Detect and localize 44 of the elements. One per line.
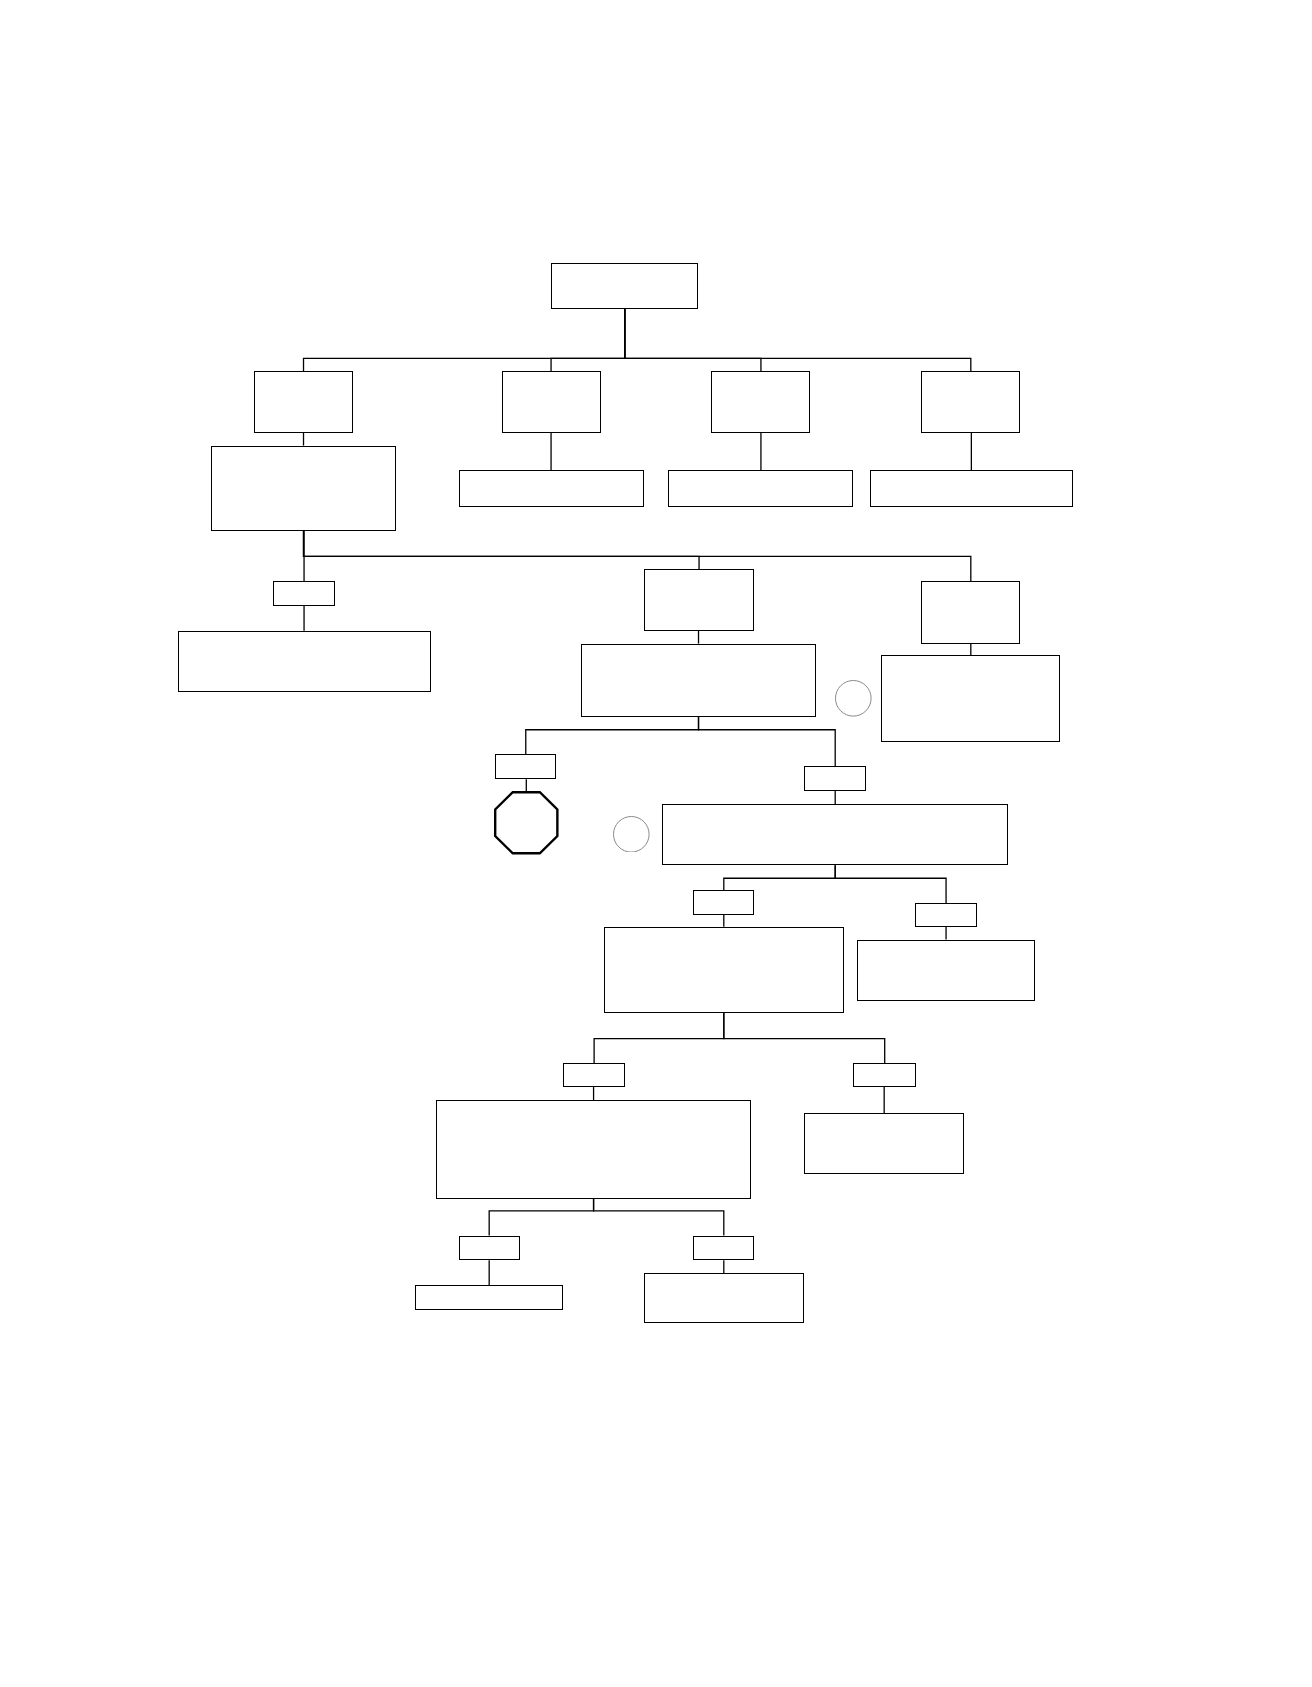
small-box xyxy=(693,1235,755,1261)
empty-box xyxy=(921,581,1021,644)
empty-box xyxy=(254,371,353,433)
empty-box xyxy=(603,926,844,1013)
empty-box xyxy=(661,804,1009,866)
connector-line xyxy=(303,605,305,632)
connector-line xyxy=(624,308,972,372)
empty-box xyxy=(210,445,397,531)
empty-box xyxy=(804,1112,965,1175)
empty-box xyxy=(869,470,1074,507)
small-box xyxy=(804,766,867,792)
empty-box xyxy=(881,655,1061,742)
connector-line xyxy=(592,1198,725,1237)
small-box xyxy=(273,581,335,606)
empty-box xyxy=(177,630,431,693)
empty-box xyxy=(668,470,854,507)
small-box xyxy=(693,890,755,915)
empty-box xyxy=(581,643,816,717)
connector-line xyxy=(302,529,972,582)
empty-box xyxy=(643,569,755,631)
connector-line xyxy=(834,864,947,904)
connector-line xyxy=(697,716,836,767)
connector-line xyxy=(488,1259,490,1286)
empty-box xyxy=(711,371,811,433)
empty-box xyxy=(856,939,1036,1001)
connector-line xyxy=(883,1086,885,1114)
empty-box xyxy=(551,262,699,309)
small-box xyxy=(853,1063,916,1088)
small-box xyxy=(415,1285,563,1310)
small-box xyxy=(562,1063,626,1088)
connector-line xyxy=(760,432,762,471)
connector-line xyxy=(550,432,552,471)
connector-line xyxy=(723,1012,886,1065)
empty-box xyxy=(921,371,1021,433)
connector-line xyxy=(970,432,972,471)
connector-line xyxy=(303,529,305,582)
small-box xyxy=(495,754,557,780)
empty-box xyxy=(643,1273,804,1323)
connector-line xyxy=(945,926,947,941)
empty-box xyxy=(501,371,601,433)
empty-box xyxy=(435,1099,752,1199)
small-box xyxy=(914,903,978,927)
small-box xyxy=(458,1235,520,1261)
empty-box xyxy=(458,470,644,507)
